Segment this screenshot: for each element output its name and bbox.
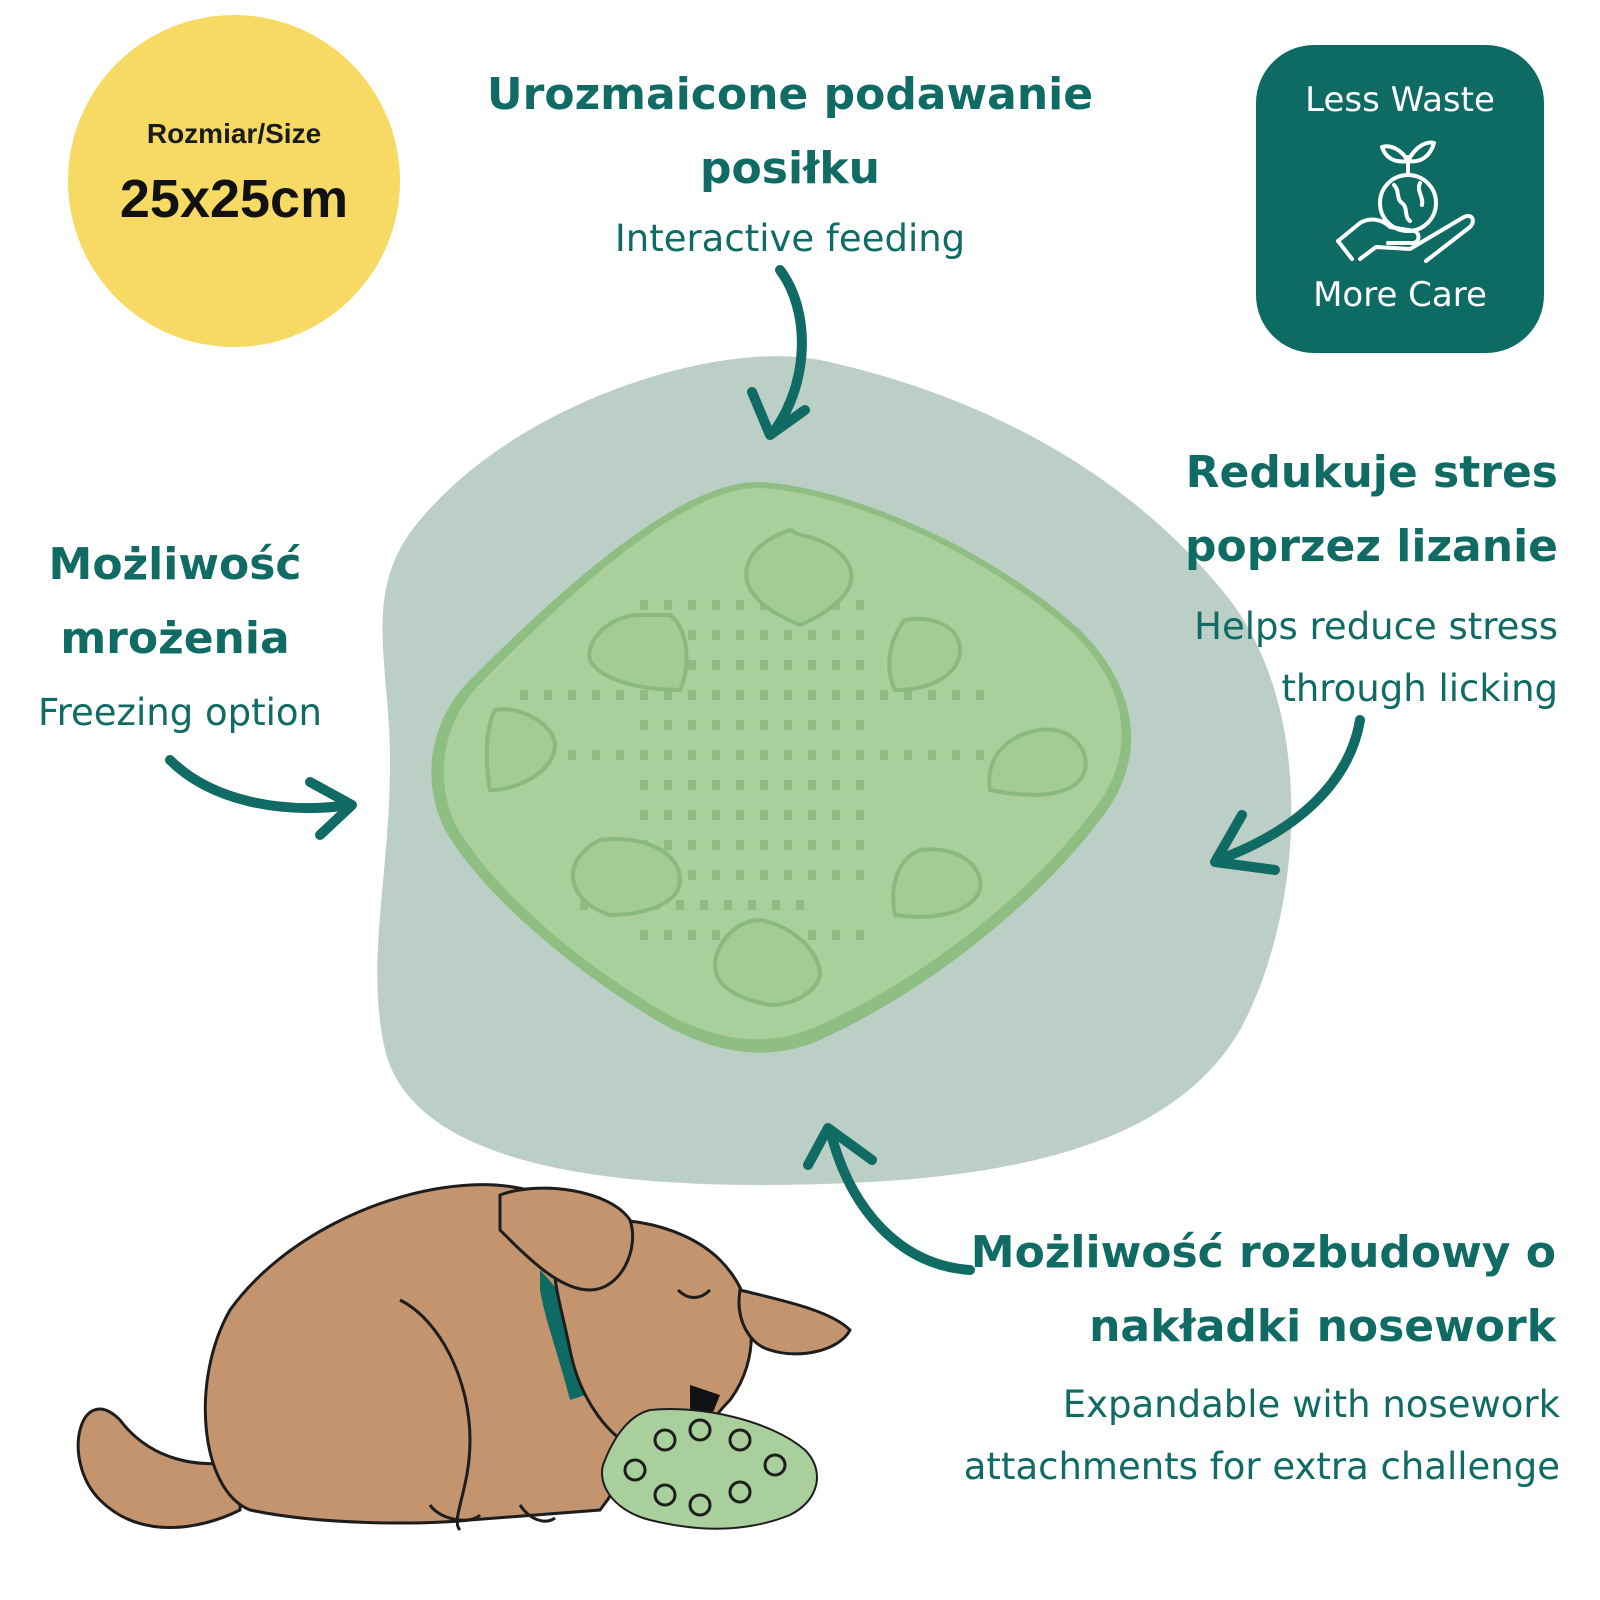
size-badge-value: 25x25cm — [119, 169, 349, 229]
feature-right-subtitle-line2: through licking — [1281, 667, 1558, 710]
arrow-bottom-head — [803, 1123, 877, 1170]
arrow-top — [770, 265, 807, 435]
feature-bottom-heading-line2: nakładki nosework — [1089, 1301, 1556, 1352]
feature-left-heading-line1: Możliwość — [48, 539, 302, 590]
arrow-right-head — [1210, 810, 1280, 875]
hand-holding-globe-sprout-icon — [1336, 140, 1475, 263]
feature-top-subtitle: Interactive feeding — [614, 217, 966, 260]
feature-left-heading: Możliwość mrożenia — [0, 528, 350, 676]
dog-illustration — [76, 1183, 852, 1532]
eco-badge-top-text: Less Waste — [1305, 80, 1495, 120]
feature-bottom-heading-line1: Możliwość rozbudowy o — [970, 1227, 1556, 1278]
lick-mat-image — [431, 481, 1132, 1053]
arrow-top-head — [747, 387, 810, 440]
feature-bottom-subtitle-line2: attachments for extra challenge — [963, 1445, 1560, 1488]
feature-bottom-heading: Możliwość rozbudowy o nakładki nosework — [900, 1216, 1556, 1364]
arrow-left — [165, 755, 355, 813]
size-badge — [68, 15, 400, 347]
mat-leaf-shapes — [484, 527, 1088, 1008]
feature-right-heading-line2: poprzez lizanie — [1184, 521, 1558, 572]
feature-right-heading: Redukuje stres poprzez lizanie — [1100, 436, 1558, 584]
arrow-left-head — [305, 777, 357, 840]
feature-top-heading: Urozmaicone podawanie posiłku — [430, 58, 1150, 206]
size-badge-label: Rozmiar/Size — [146, 118, 322, 149]
arrow-bottom — [825, 1125, 975, 1275]
feature-bottom-subtitle-line1: Expandable with nosework — [1062, 1383, 1560, 1426]
eco-badge-bottom-text: More Care — [1313, 275, 1487, 315]
feature-left-heading-line2: mrożenia — [60, 613, 290, 664]
arrow-right — [1213, 715, 1365, 865]
feature-bottom-subtitle: Expandable with nosework attachments for… — [900, 1374, 1560, 1498]
feature-left-subtitle: Freezing option — [38, 691, 322, 734]
feature-top-heading-line2: posiłku — [700, 143, 880, 194]
feature-top-heading-line1: Urozmaicone podawanie — [486, 69, 1094, 120]
feature-right-subtitle-line1: Helps reduce stress — [1194, 605, 1558, 648]
feature-right-subtitle: Helps reduce stress through licking — [1100, 596, 1558, 720]
feature-right-heading-line1: Redukuje stres — [1185, 447, 1558, 498]
